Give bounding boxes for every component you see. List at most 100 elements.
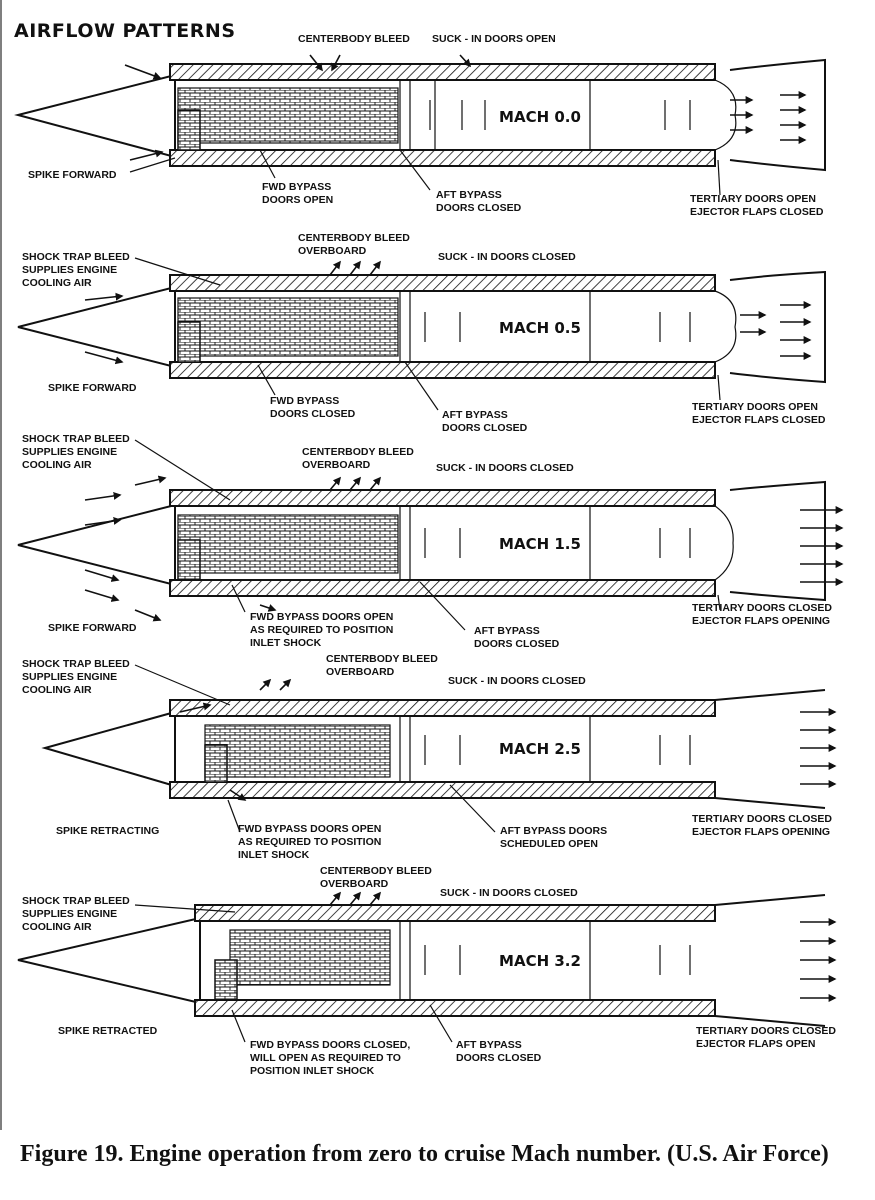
- callout-line: SHOCK TRAP BLEED: [22, 251, 130, 263]
- ejector-nozzle: [714, 894, 826, 1027]
- engine-nacelle: [169, 489, 716, 597]
- airflow-arrows: [84, 260, 812, 365]
- mach-label: MACH 3.2: [499, 952, 581, 970]
- callout-line: DOORS CLOSED: [270, 408, 356, 420]
- callout-label: SUCK - IN DOORS CLOSED: [440, 887, 578, 899]
- callout-line: INLET SHOCK: [250, 637, 322, 649]
- callout-label: SUCK - IN DOORS OPEN: [432, 33, 556, 45]
- leader-lines: [129, 149, 721, 196]
- airflow-arrows: [84, 475, 844, 622]
- engine-nacelle: [169, 274, 716, 379]
- callout-line: DOORS CLOSED: [456, 1052, 542, 1064]
- leader-lines: [134, 257, 721, 411]
- engine-nacelle: [169, 699, 716, 799]
- airflow-arrows: [179, 678, 837, 801]
- callout-line: SUCK - IN DOORS CLOSED: [448, 675, 586, 687]
- leader-lines: [134, 904, 453, 1043]
- callout-line: AFT BYPASS DOORS: [500, 825, 607, 837]
- callout-line: SPIKE FORWARD: [28, 169, 117, 181]
- callout-line: TERTIARY DOORS CLOSED: [696, 1025, 836, 1037]
- callout-line: EJECTOR FLAPS OPENING: [692, 615, 830, 627]
- callout-label: SUCK - IN DOORS CLOSED: [448, 675, 586, 687]
- callout-label: SUCK - IN DOORS CLOSED: [438, 251, 576, 263]
- callout-line: SCHEDULED OPEN: [500, 838, 598, 850]
- callout-line: WILL OPEN AS REQUIRED TO: [250, 1052, 401, 1064]
- callout-label: CENTERBODY BLEED: [298, 33, 410, 45]
- mach-label: MACH 0.5: [499, 319, 581, 337]
- callout-line: AS REQUIRED TO POSITION: [238, 836, 381, 848]
- callout-line: AFT BYPASS: [456, 1039, 522, 1051]
- callout-line: AFT BYPASS: [442, 409, 508, 421]
- callout-line: DOORS CLOSED: [474, 638, 560, 650]
- callout-line: FWD BYPASS: [270, 395, 339, 407]
- ejector-nozzle: [714, 689, 826, 809]
- callout-line: SUPPLIES ENGINE: [22, 264, 117, 276]
- callout-line: AFT BYPASS: [474, 625, 540, 637]
- callout-line: OVERBOARD: [302, 459, 371, 471]
- callout-label: SUCK - IN DOORS CLOSED: [436, 462, 574, 474]
- callout-line: SPIKE RETRACTING: [56, 825, 159, 837]
- callout-line: SPIKE FORWARD: [48, 382, 137, 394]
- spike: [17, 503, 176, 587]
- callout-label: FWD BYPASS DOORS CLOSED,WILL OPEN AS REQ…: [250, 1039, 410, 1077]
- callout-line: SPIKE FORWARD: [48, 622, 137, 634]
- callout-line: SHOCK TRAP BLEED: [22, 658, 130, 670]
- callout-line: COOLING AIR: [22, 684, 92, 696]
- callout-label: SPIKE RETRACTED: [58, 1025, 158, 1037]
- callout-line: FWD BYPASS DOORS OPEN: [238, 823, 381, 835]
- callout-line: EJECTOR FLAPS CLOSED: [690, 206, 824, 218]
- callout-label: SPIKE FORWARD: [28, 169, 117, 181]
- callout-label: SPIKE FORWARD: [48, 622, 137, 634]
- callout-line: CENTERBODY BLEED: [326, 653, 438, 665]
- callout-line: COOLING AIR: [22, 921, 92, 933]
- callout-line: COOLING AIR: [22, 459, 92, 471]
- callout-line: TERTIARY DOORS OPEN: [690, 193, 816, 205]
- spike: [41, 710, 176, 788]
- callout-line: OVERBOARD: [320, 878, 389, 890]
- engine-nacelle: [169, 63, 716, 167]
- callout-line: SUPPLIES ENGINE: [22, 671, 117, 683]
- callout-line: SUCK - IN DOORS OPEN: [432, 33, 556, 45]
- callout-line: FWD BYPASS DOORS CLOSED,: [250, 1039, 410, 1051]
- callout-line: DOORS CLOSED: [436, 202, 522, 214]
- callout-line: OVERBOARD: [298, 245, 367, 257]
- callout-line: CENTERBODY BLEED: [298, 232, 410, 244]
- mach-label: MACH 2.5: [499, 740, 581, 758]
- figure-caption: Figure 19. Engine operation from zero to…: [20, 1141, 829, 1167]
- callout-label: SPIKE RETRACTING: [56, 825, 159, 837]
- callout-line: COOLING AIR: [22, 277, 92, 289]
- airflow-arrows: [124, 54, 807, 161]
- callout-line: INLET SHOCK: [238, 849, 310, 861]
- callout-line: FWD BYPASS DOORS OPEN: [250, 611, 393, 623]
- callout-line: SHOCK TRAP BLEED: [22, 433, 130, 445]
- engine-nacelle: [194, 904, 716, 1017]
- callout-line: TERTIARY DOORS CLOSED: [692, 602, 832, 614]
- leader-lines: [134, 664, 496, 833]
- mach-label: MACH 0.0: [499, 108, 581, 126]
- callout-line: FWD BYPASS: [262, 181, 331, 193]
